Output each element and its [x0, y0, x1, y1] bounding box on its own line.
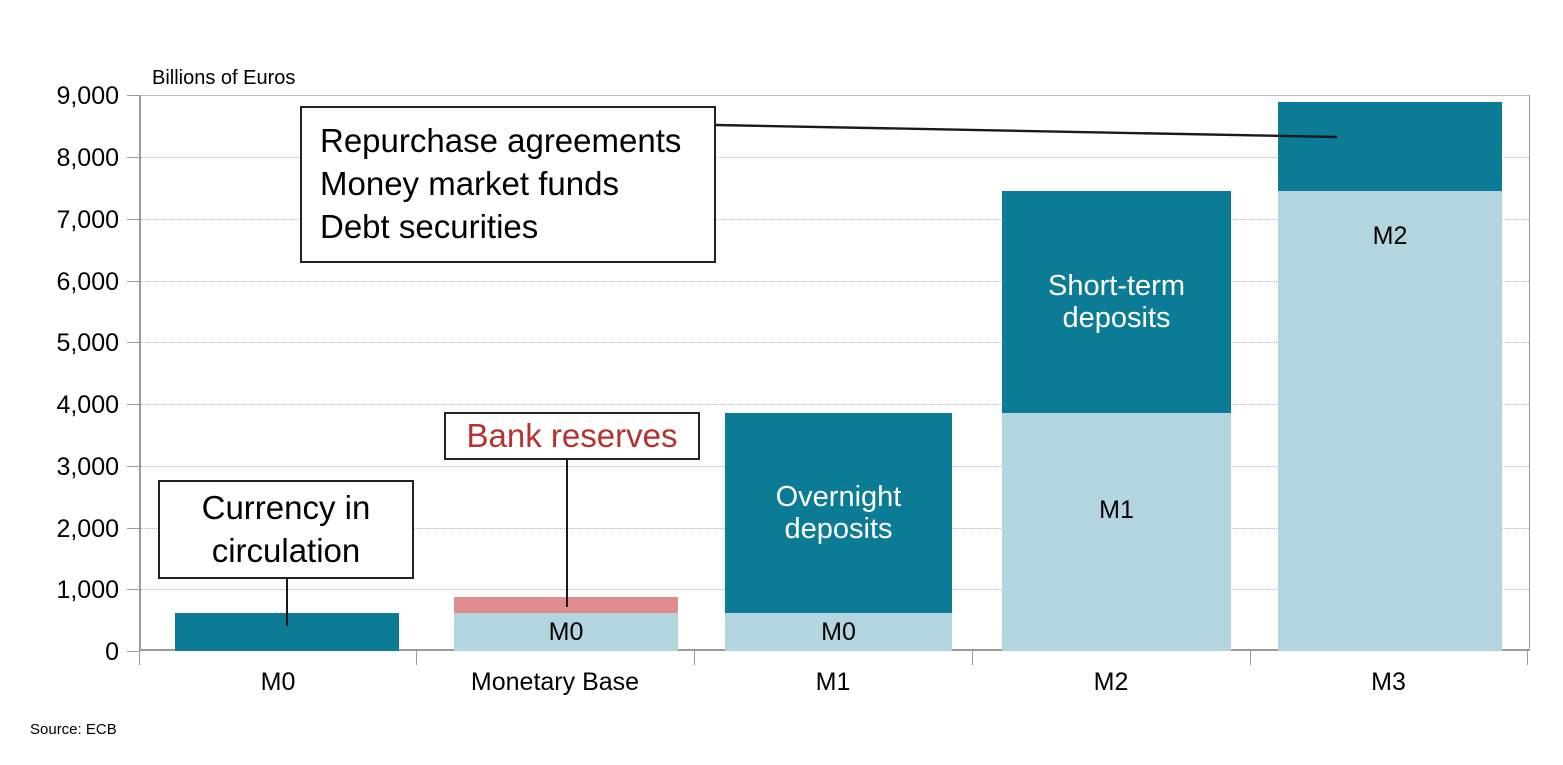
gridline-8000: [141, 157, 1529, 158]
y-tick-label-3000: 3,000: [56, 453, 119, 481]
y-tick-label-0: 0: [105, 638, 119, 666]
y-tick-mark-2000: [127, 528, 139, 529]
source-note: Source: ECB: [30, 721, 117, 738]
callout-bank-reserves-line1: Bank reserves: [466, 416, 678, 454]
bar-m3-segment-other[interactable]: [1278, 102, 1502, 191]
y-tick-mark-8000: [127, 157, 139, 158]
y-tick-mark-0: [127, 651, 139, 652]
y-tick-mark-3000: [127, 466, 139, 467]
callout-currency-line1: Currency in: [201, 488, 371, 526]
y-tick-label-7000: 7,000: [56, 206, 119, 234]
x-tick-1: [416, 651, 417, 665]
y-tick-label-4000: 4,000: [56, 391, 119, 419]
callout-m3-components[interactable]: Repurchase agreements Money market funds…: [300, 106, 716, 263]
callout-currency-line2: circulation: [211, 531, 361, 569]
y-axis: 9,000 8,000 7,000 6,000 5,000 4,000 3,00…: [0, 0, 139, 765]
y-tick-mark-4000: [127, 404, 139, 405]
x-tick-0: [139, 651, 140, 665]
x-axis-label-m1: M1: [815, 668, 851, 696]
callout-bank-reserves[interactable]: Bank reserves: [444, 412, 700, 460]
y-tick-mark-7000: [127, 219, 139, 220]
gridline-5000: [141, 342, 1529, 343]
callout-m3-line1: Repurchase agreements: [320, 122, 682, 160]
bar-m1[interactable]: M0 Overnight deposits: [725, 413, 952, 651]
y-tick-mark-5000: [127, 342, 139, 343]
y-axis-unit-caption: Billions of Euros: [152, 67, 296, 89]
x-axis-label-m3: M3: [1371, 668, 1406, 696]
y-tick-label-5000: 5,000: [56, 329, 119, 357]
y-tick-label-1000: 1,000: [56, 576, 119, 604]
gridline-4000: [141, 404, 1529, 405]
x-tick-2: [694, 651, 695, 665]
bar-m1-segment-overnight-deposits[interactable]: Overnight deposits: [725, 413, 952, 613]
leader-line-bank-reserves: [566, 455, 568, 607]
callout-currency-in-circulation[interactable]: Currency in circulation: [158, 480, 414, 579]
x-tick-3: [972, 651, 973, 665]
x-axis-label-m2: M2: [1093, 668, 1129, 696]
x-tick-4: [1250, 651, 1251, 665]
y-tick-label-6000: 6,000: [56, 268, 119, 296]
y-tick-mark-6000: [127, 281, 139, 282]
y-tick-mark-1000: [127, 589, 139, 590]
callout-m3-line3: Debt securities: [320, 207, 539, 245]
x-tick-5: [1527, 651, 1528, 665]
bar-m3[interactable]: M2: [1278, 102, 1502, 651]
gridline-6000: [141, 281, 1529, 282]
bar-m3-segment-m2[interactable]: M2: [1278, 191, 1502, 651]
y-tick-label-9000: 9,000: [56, 82, 119, 110]
x-axis-label-m0: M0: [260, 668, 296, 696]
callout-m3-line2: Money market funds: [320, 165, 619, 203]
bar-m2[interactable]: M1 Short-term deposits: [1002, 191, 1231, 651]
y-tick-label-8000: 8,000: [56, 144, 119, 172]
leader-line-currency: [286, 578, 288, 626]
y-tick-mark-9000: [127, 95, 139, 96]
gridline-9000: [141, 95, 1529, 96]
x-axis-label-monetary-base: Monetary Base: [470, 668, 640, 696]
gridline-7000: [141, 219, 1529, 220]
y-tick-label-2000: 2,000: [56, 515, 119, 543]
